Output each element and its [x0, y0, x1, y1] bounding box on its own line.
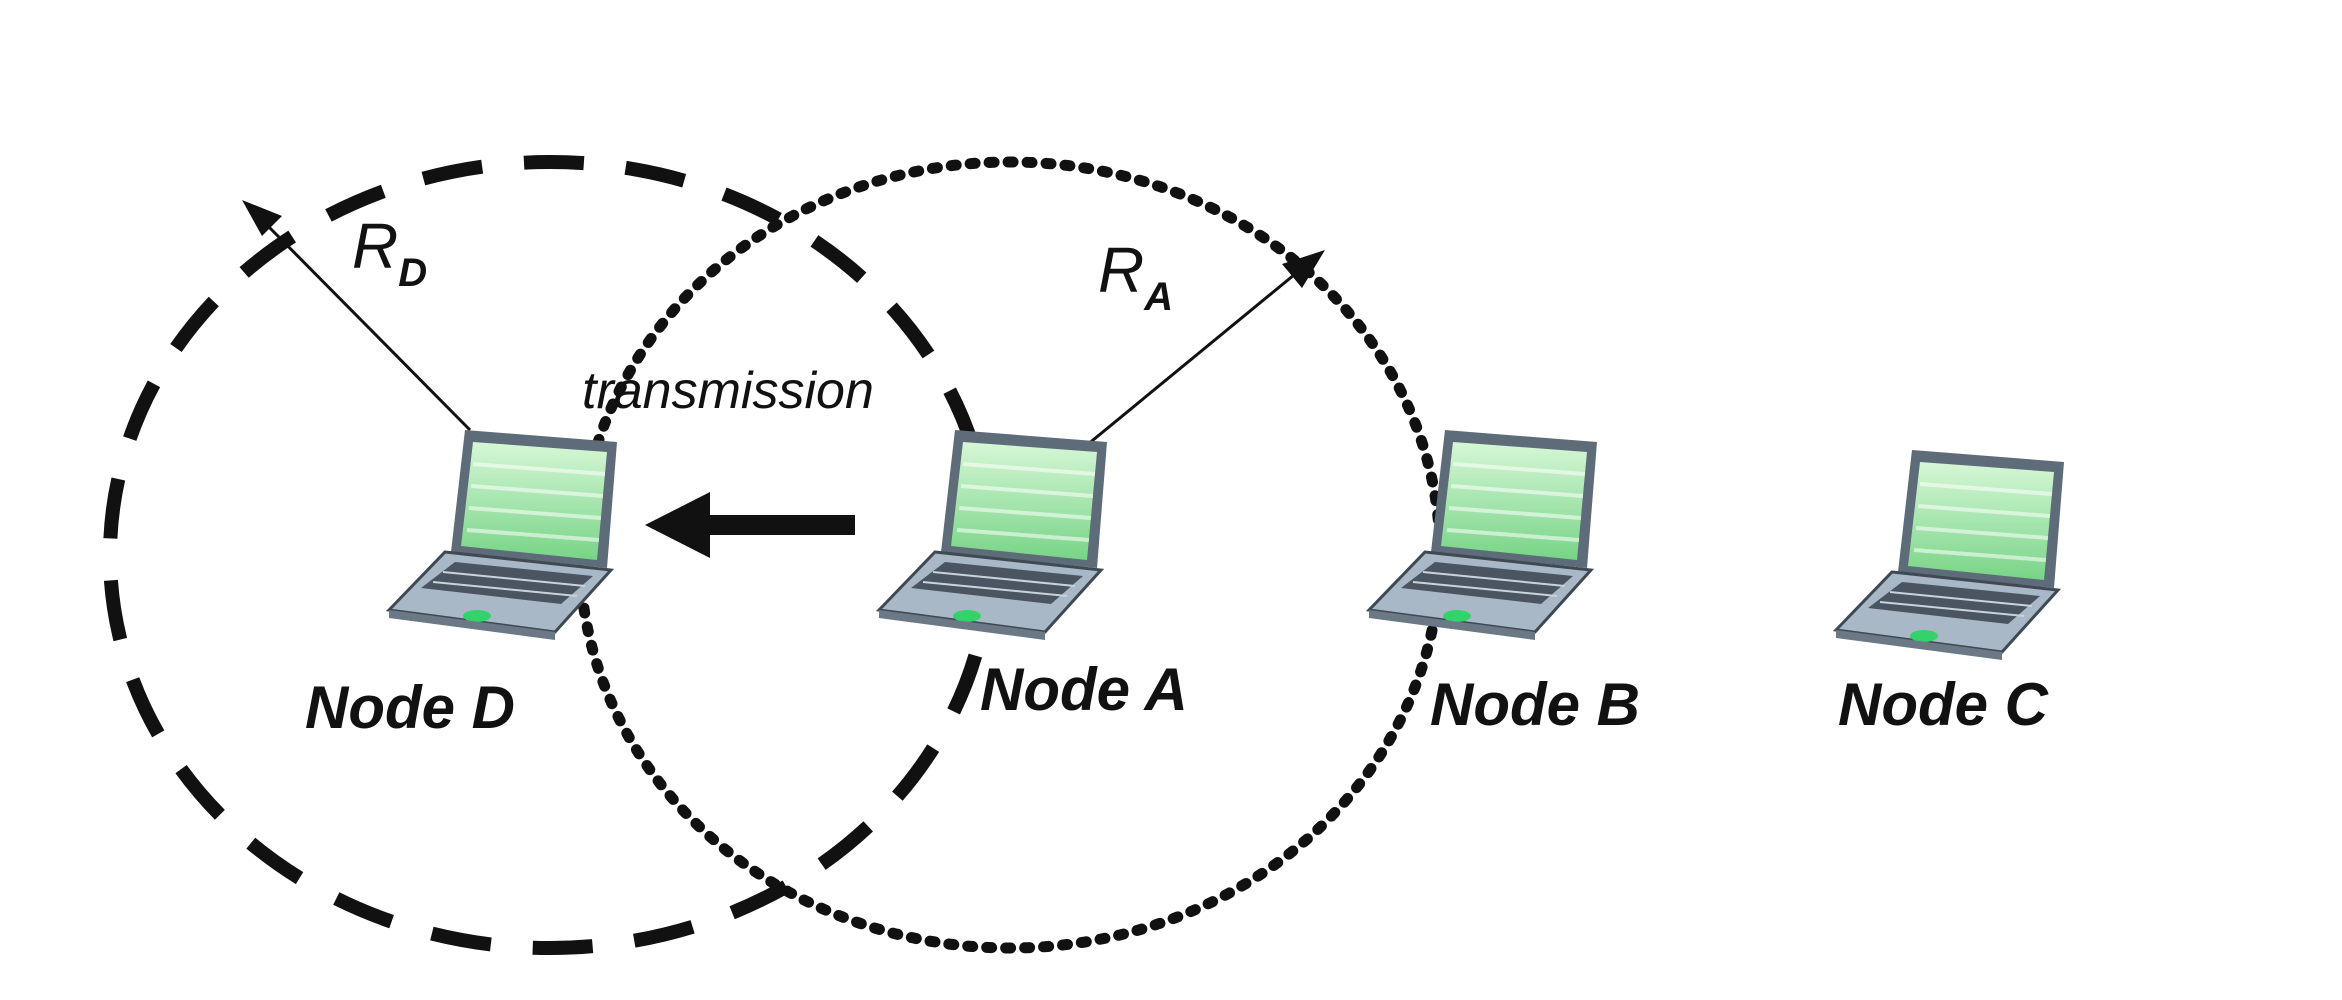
laptop-icon: [1367, 428, 1599, 640]
laptop-icon: [1834, 448, 2066, 660]
node-label-b: Node B: [1430, 671, 1640, 738]
transmission-arrow: [645, 492, 855, 558]
node-label-a: Node A: [980, 656, 1188, 723]
transmission-label: transmission: [582, 362, 874, 420]
radius-label-d: RD: [352, 210, 427, 295]
radius-label-a: RA: [1098, 234, 1173, 319]
node-label-c: Node C: [1838, 671, 2050, 738]
radius-arrow-d: [242, 200, 472, 432]
laptop-icon: [877, 428, 1109, 640]
node-label-d: Node D: [305, 674, 515, 741]
